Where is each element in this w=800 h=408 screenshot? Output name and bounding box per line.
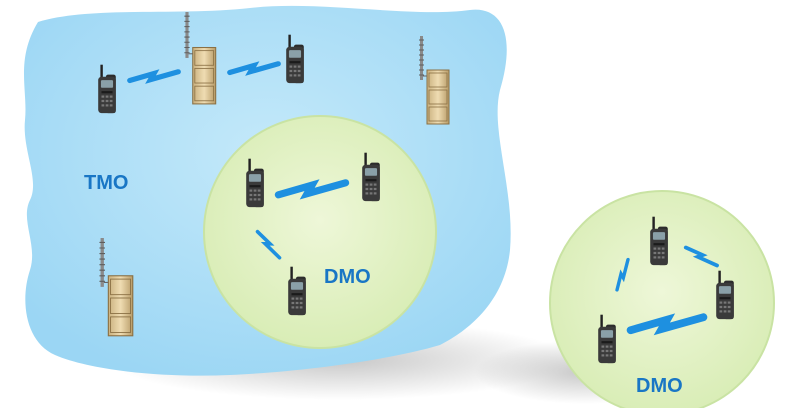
tmo-label: TMO (84, 172, 128, 194)
dmo-inner-label: DMO (324, 266, 371, 288)
dmo-inner-zone (203, 115, 437, 349)
dmo-outer-label: DMO (636, 375, 683, 397)
